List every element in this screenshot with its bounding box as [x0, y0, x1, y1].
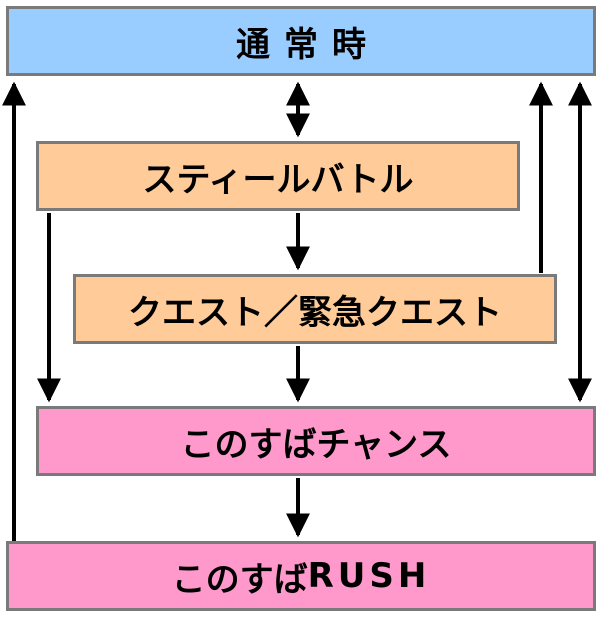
node-chance-label: このすばチャンス	[180, 424, 452, 465]
node-steal-battle-label: スティールバトル	[142, 159, 414, 200]
node-rush-label-suffix: RUSH	[307, 556, 431, 596]
node-quest: クエスト／緊急クエスト	[73, 274, 557, 344]
node-steal-battle: スティールバトル	[36, 141, 520, 211]
node-quest-label: クエスト／緊急クエスト	[128, 292, 502, 333]
node-normal-label: 通常時	[236, 24, 380, 65]
node-chance: このすばチャンス	[36, 406, 596, 476]
node-rush-label-prefix: このすば	[171, 559, 308, 600]
node-normal: 通常時	[6, 6, 596, 76]
